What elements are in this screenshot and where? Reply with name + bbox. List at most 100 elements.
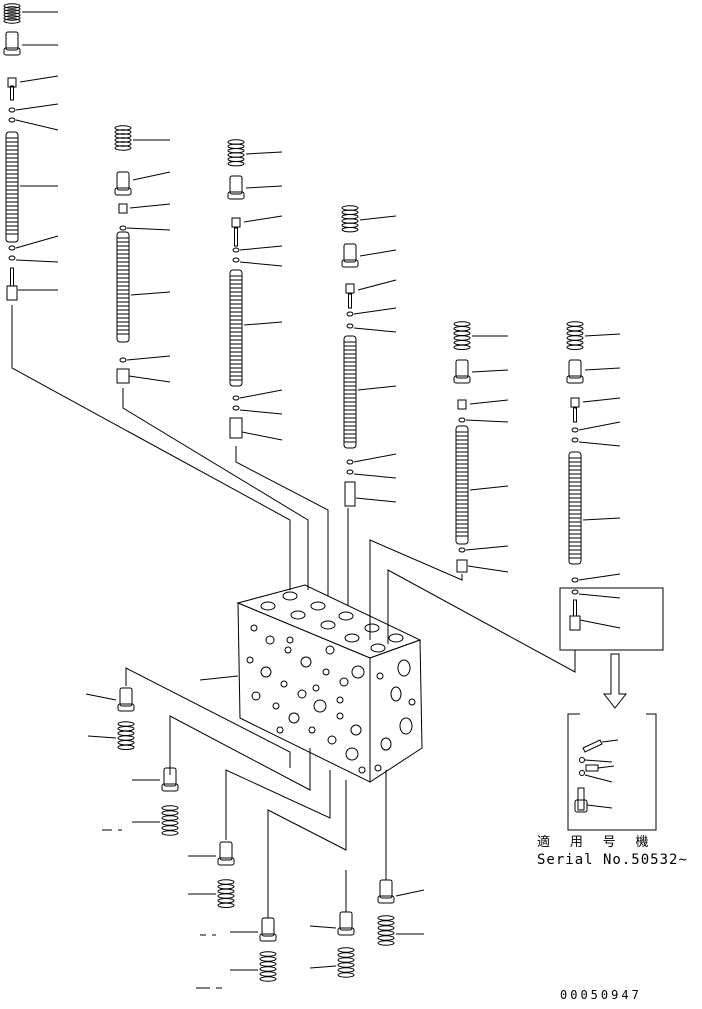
plug-flange — [337, 927, 355, 936]
o-ring-icon — [346, 311, 354, 317]
leader-line — [309, 965, 337, 969]
plug-icon — [163, 767, 177, 787]
plug-flange — [227, 191, 245, 200]
plug-flange — [566, 375, 584, 384]
spring-icon — [3, 3, 21, 24]
o-ring-icon — [8, 255, 16, 261]
plug-icon — [339, 911, 353, 931]
leader-line — [465, 419, 509, 423]
spring-icon — [217, 879, 235, 909]
spring-icon — [114, 125, 132, 151]
spring-icon — [377, 915, 395, 946]
leader-line — [15, 235, 59, 249]
retainer-icon — [231, 217, 241, 228]
detail-frame — [567, 713, 657, 831]
plug-icon — [261, 917, 275, 937]
block-front-ports — [246, 624, 366, 774]
serial-note-heading: 適 用 号 機 — [537, 835, 655, 850]
leader-line — [126, 227, 171, 231]
assembly-lines — [11, 305, 576, 918]
o-ring-icon — [346, 459, 354, 465]
plug-icon — [119, 687, 133, 707]
arrow-down-icon — [602, 653, 628, 709]
detail-box — [559, 587, 664, 651]
leader-line — [582, 517, 621, 521]
leader-line — [578, 441, 621, 447]
o-ring-icon — [8, 107, 16, 113]
pin-icon — [573, 407, 577, 423]
plug-flange — [377, 895, 395, 904]
spring-icon — [453, 321, 471, 351]
o-ring-icon — [346, 323, 354, 329]
leader-line — [353, 473, 397, 479]
fitting-icon — [116, 368, 130, 384]
leader-line — [353, 327, 397, 333]
leader-line — [15, 119, 59, 131]
leader-line — [584, 367, 621, 371]
o-ring-icon — [8, 245, 16, 251]
spring-icon — [227, 139, 245, 167]
leader-line — [395, 889, 425, 897]
leader-line — [85, 693, 117, 701]
leader-line — [469, 485, 509, 491]
plug-icon — [568, 359, 582, 379]
leader-line — [239, 389, 283, 399]
leader-line — [309, 925, 337, 929]
leader-line — [471, 369, 509, 373]
leader-line — [243, 321, 283, 326]
spool-icon — [116, 231, 130, 343]
detail-parts — [574, 739, 619, 813]
o-ring-icon — [458, 547, 466, 553]
o-ring-icon — [232, 405, 240, 411]
leader-line — [353, 307, 397, 315]
plug-flange — [117, 703, 135, 712]
pin-icon — [573, 599, 577, 617]
leader-line — [465, 545, 509, 551]
fitting-icon — [456, 559, 468, 573]
o-ring-icon — [232, 395, 240, 401]
block-side-ports — [374, 659, 416, 772]
leader-line — [15, 103, 59, 111]
spool-icon — [343, 335, 357, 449]
leader-line — [469, 399, 509, 405]
plug-icon — [455, 359, 469, 379]
plug-flange — [453, 375, 471, 384]
o-ring-icon — [458, 417, 466, 423]
drawing-code: 00050947 — [560, 988, 642, 1002]
spring-icon — [337, 947, 355, 978]
plug-flange — [217, 857, 235, 866]
leader-line — [126, 355, 171, 361]
leader-line — [359, 249, 397, 257]
retainer-icon — [345, 283, 355, 294]
retainer-icon — [570, 397, 580, 408]
leader-line — [353, 453, 397, 463]
o-ring-icon — [232, 257, 240, 263]
leader-line — [15, 259, 59, 263]
leader-line — [357, 279, 397, 291]
o-ring-icon — [119, 357, 127, 363]
o-ring-icon — [8, 117, 16, 123]
o-ring-icon — [571, 437, 579, 443]
leader-line — [584, 333, 621, 337]
plug-icon — [116, 171, 130, 191]
o-ring-icon — [571, 427, 579, 433]
spring-icon — [566, 321, 584, 351]
plug-flange — [341, 259, 359, 268]
plug-icon — [343, 243, 357, 263]
leader-line — [359, 215, 397, 221]
leader-line — [579, 619, 621, 629]
plug-icon — [379, 879, 393, 899]
serial-detail — [559, 587, 664, 831]
leader-line — [199, 675, 239, 681]
plug-flange — [3, 47, 21, 56]
leader-line — [87, 735, 117, 739]
block-top-ports — [260, 591, 404, 653]
o-ring-icon — [571, 577, 579, 583]
valve-block — [236, 584, 423, 783]
leader-line — [243, 215, 283, 223]
fitting-icon — [569, 615, 581, 631]
pin-icon — [348, 293, 352, 309]
spring-icon — [341, 205, 359, 233]
retainer-icon — [7, 77, 17, 88]
